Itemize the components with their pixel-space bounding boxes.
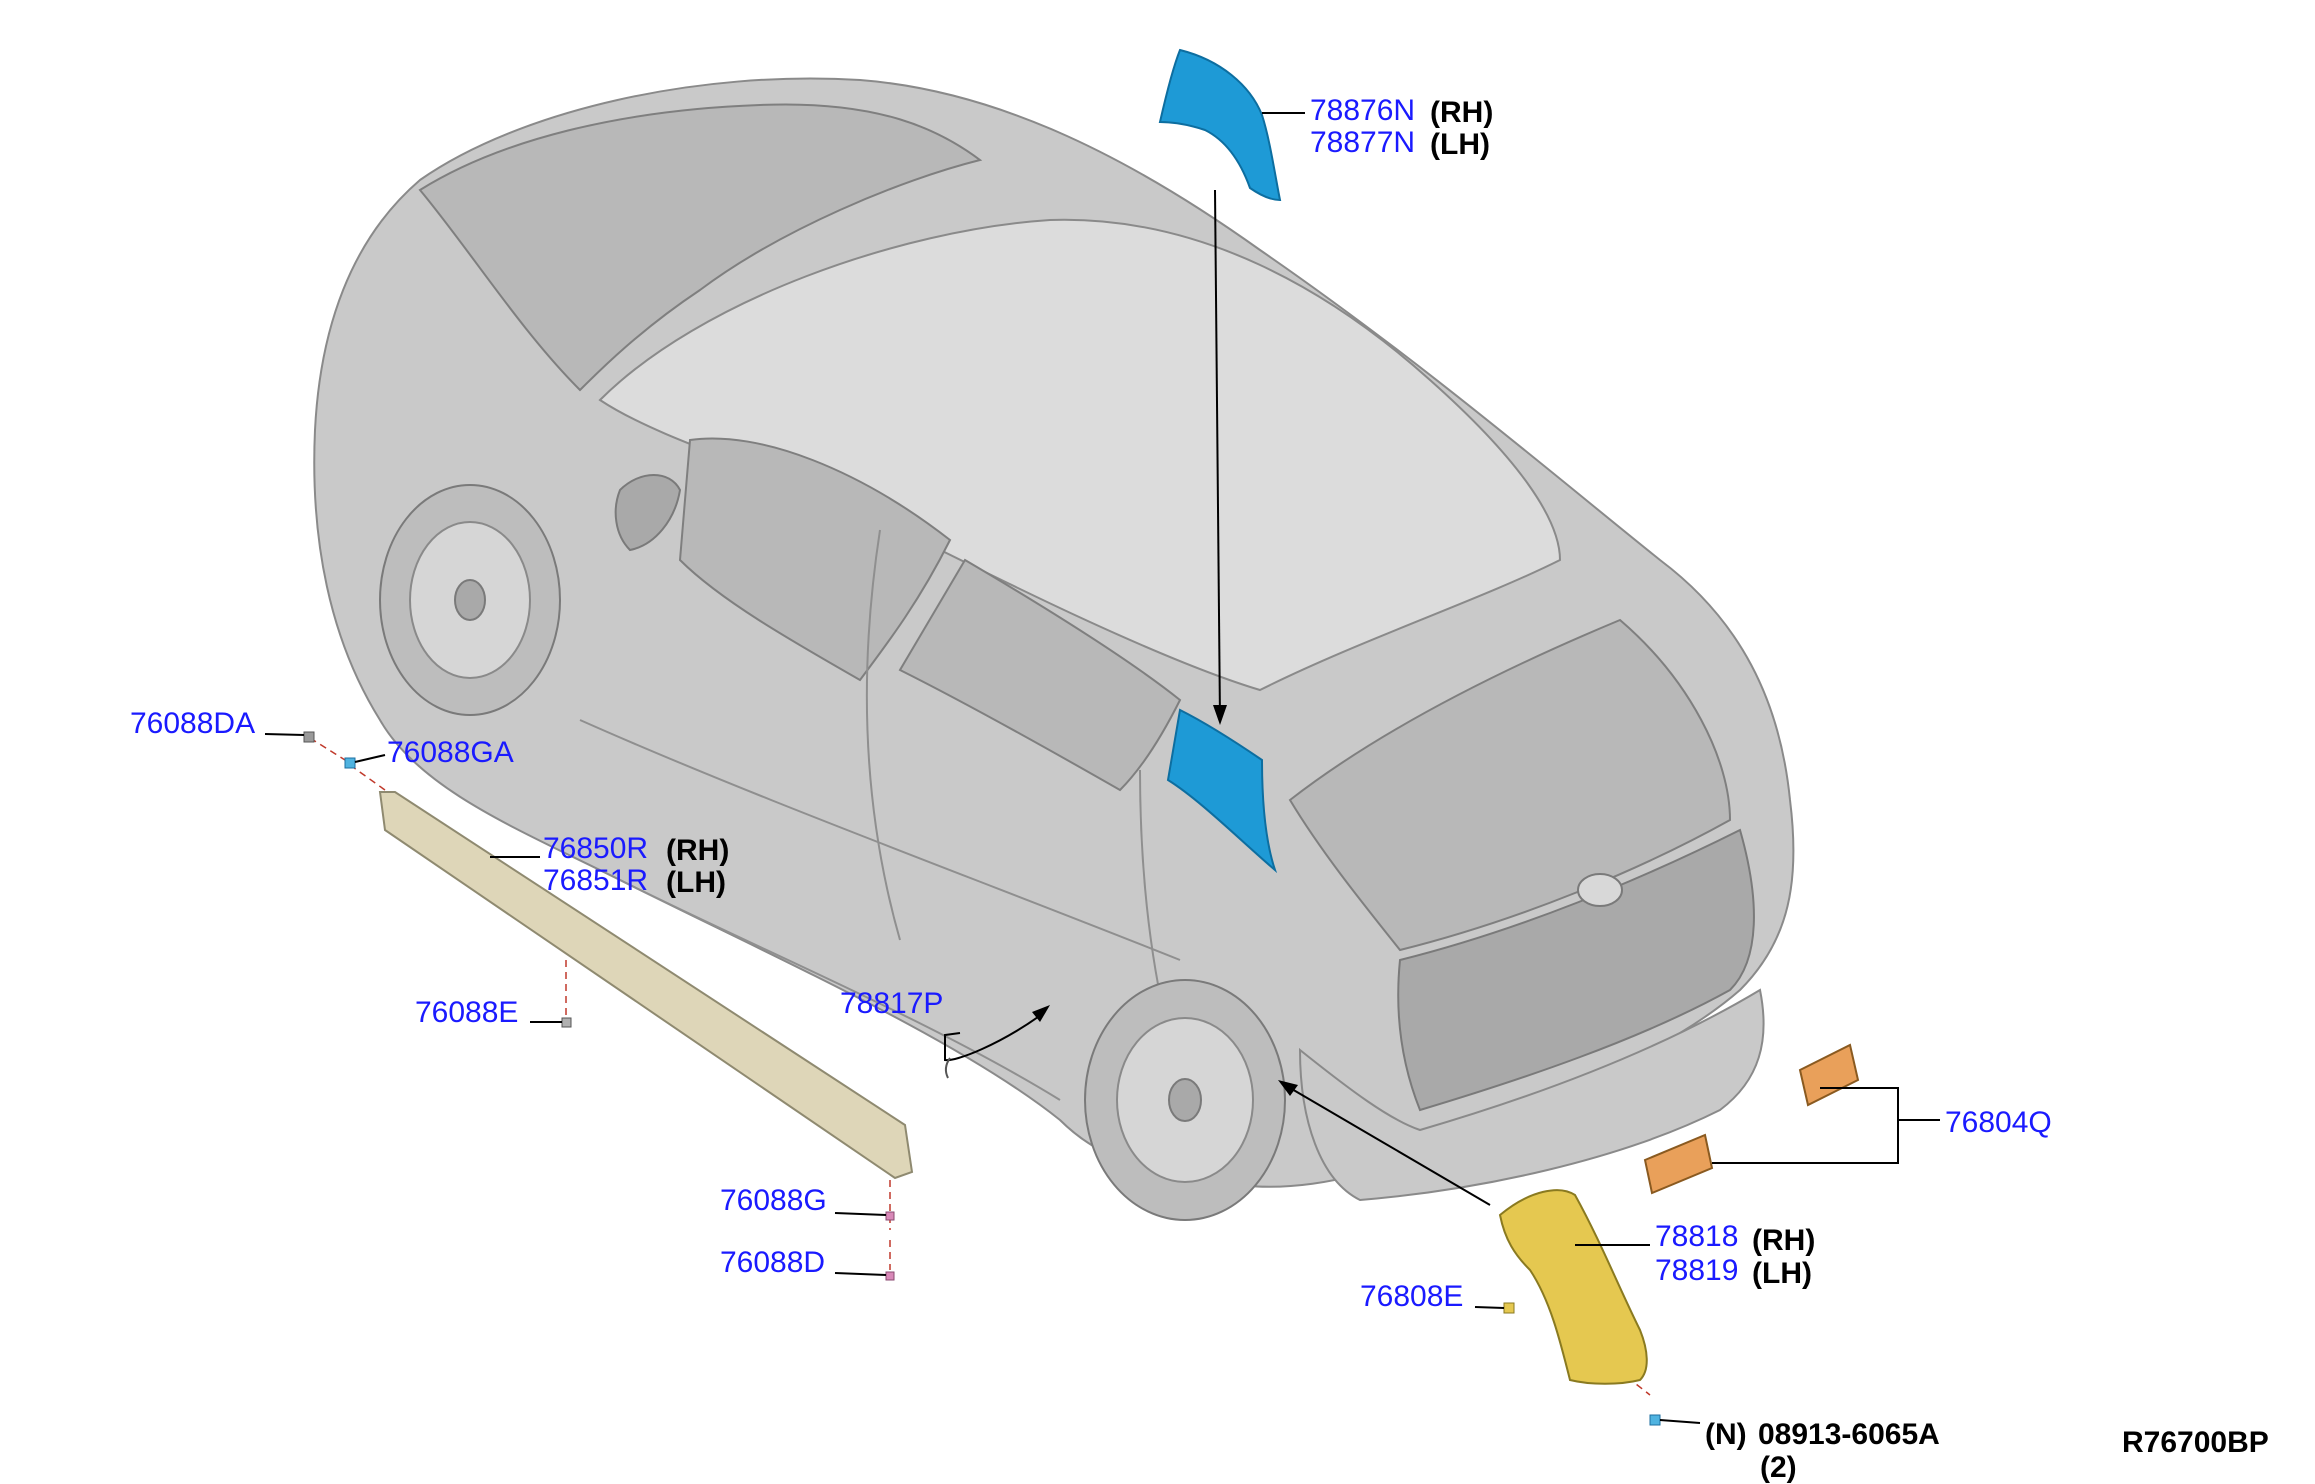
label-76808e: 76808E bbox=[1360, 1280, 1463, 1313]
clip-76088g bbox=[885, 1211, 895, 1221]
qual-76851r: (LH) bbox=[666, 866, 726, 899]
label-76088d: 76088D bbox=[720, 1246, 825, 1279]
qual-78877n: (LH) bbox=[1430, 128, 1490, 161]
wheel-arch-protector-part bbox=[1498, 1189, 1648, 1385]
label-76804q: 76804Q bbox=[1945, 1106, 2052, 1139]
fastener-part: 08913-6065A bbox=[1758, 1418, 1940, 1451]
label-78817p: 78817P bbox=[840, 987, 943, 1020]
qual-78818: (RH) bbox=[1752, 1224, 1815, 1257]
fastener-prefix: (N) bbox=[1705, 1418, 1747, 1451]
mud-guard-part-lower bbox=[1643, 1133, 1714, 1195]
clip-76088da bbox=[303, 731, 315, 743]
screw-08913-6065a bbox=[1649, 1414, 1661, 1426]
side-mirror bbox=[614, 474, 682, 552]
label-76088da: 76088DA bbox=[130, 707, 255, 740]
label-76088ga: 76088GA bbox=[387, 736, 514, 769]
label-76088g: 76088G bbox=[720, 1184, 827, 1217]
label-78818: 78818 bbox=[1655, 1220, 1738, 1253]
label-78877n: 78877N bbox=[1310, 126, 1415, 159]
seal-78817p-part bbox=[944, 1057, 951, 1079]
rear-emblem bbox=[1577, 873, 1623, 907]
c-pillar-finisher-installed bbox=[1166, 708, 1278, 874]
rear-hatch-glass bbox=[1288, 618, 1732, 952]
front-wheel bbox=[379, 484, 561, 716]
diagram-code: R76700BP bbox=[2122, 1426, 2269, 1459]
side-window-rear bbox=[898, 558, 1182, 792]
side-window-front bbox=[678, 437, 952, 682]
qual-76850r: (RH) bbox=[666, 834, 729, 867]
rear-bumper bbox=[1298, 988, 1765, 1202]
c-pillar-finisher-part bbox=[1158, 48, 1282, 202]
qual-78876n: (RH) bbox=[1430, 96, 1493, 129]
fastener-quantity: (2) bbox=[1760, 1451, 1797, 1484]
label-76850r: 76850R bbox=[543, 832, 648, 865]
qual-78819: (LH) bbox=[1752, 1257, 1812, 1290]
label-76088e: 76088E bbox=[415, 996, 518, 1029]
side-sill-trim-part bbox=[378, 791, 914, 1180]
clip-76808e bbox=[1503, 1302, 1515, 1314]
label-76851r: 76851R bbox=[543, 864, 648, 897]
windshield bbox=[418, 103, 983, 392]
label-78876n: 78876N bbox=[1310, 94, 1415, 127]
clip-76088ga bbox=[344, 757, 356, 769]
label-78819: 78819 bbox=[1655, 1254, 1738, 1287]
rear-wheel bbox=[1084, 979, 1286, 1221]
mud-guard-part-upper bbox=[1798, 1043, 1860, 1107]
car-illustration bbox=[313, 77, 1795, 1221]
clip-76088d bbox=[885, 1271, 895, 1281]
clip-76088e bbox=[561, 1017, 572, 1028]
